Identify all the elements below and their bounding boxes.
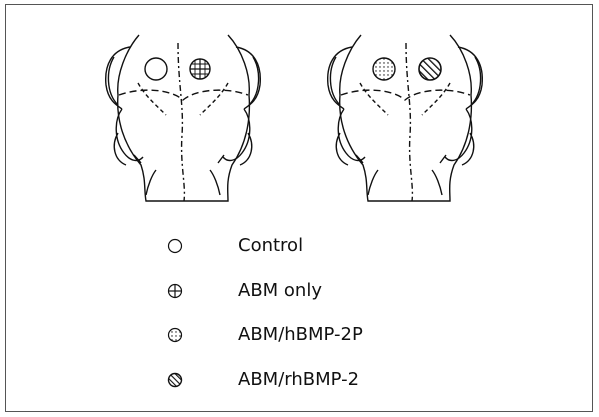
legend-item-abm-rhbmp: ABM/rhBMP-2	[6, 365, 594, 395]
crossed-circle-icon	[166, 282, 184, 300]
dotted-circle-icon	[166, 326, 184, 344]
left-abm-only-site-icon	[190, 59, 210, 79]
right-hbmp-site-icon	[373, 58, 395, 80]
legend-item-abm-only: ABM only	[6, 276, 594, 306]
legend-label-control: Control	[238, 231, 303, 261]
hatched-circle-icon	[166, 371, 184, 389]
legend-item-abm-hbmp: ABM/hBMP-2P	[6, 320, 594, 350]
skull-diagram	[6, 5, 594, 230]
legend-label-abm-only: ABM only	[238, 276, 322, 306]
left-control-site-icon	[145, 58, 167, 80]
legend-item-control: Control	[6, 231, 594, 261]
skull-right	[328, 35, 483, 201]
empty-circle-icon	[166, 237, 184, 255]
figure-frame: Control ABM only ABM/hBMP-2P ABM/rhBMP-2	[5, 4, 593, 412]
skull-left	[106, 35, 261, 201]
legend-label-abm-rhbmp: ABM/rhBMP-2	[238, 365, 359, 395]
right-rhbmp-site-icon	[419, 58, 441, 80]
legend-label-abm-hbmp: ABM/hBMP-2P	[238, 320, 363, 350]
